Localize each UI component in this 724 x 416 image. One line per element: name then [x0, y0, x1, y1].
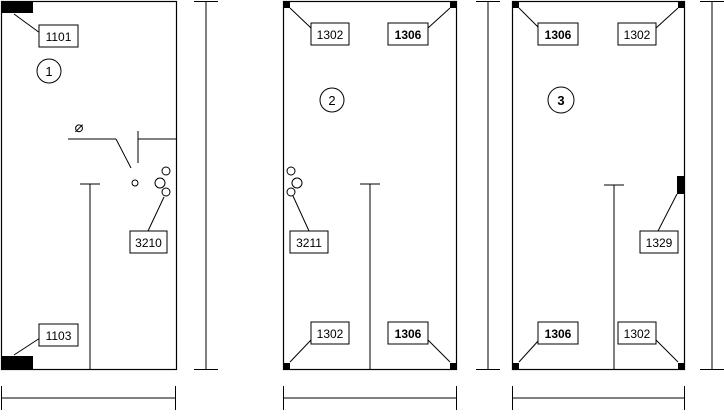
tag-1103-label: 1103: [46, 329, 72, 343]
leader-1329: [657, 193, 678, 232]
tag-1302-top: 1302: [310, 22, 350, 46]
panel-1: 1101 1103 1 ⌀ 3210: [0, 0, 218, 410]
panel-number-2-label: 2: [328, 93, 335, 108]
hole-mid: [154, 177, 166, 189]
panel-2: 1302 1306 1302 1306 2 3211: [282, 0, 500, 410]
leader-1103: [13, 337, 41, 356]
hole-mid: [291, 177, 303, 189]
tag-1306-top-label: 1306: [395, 28, 422, 42]
hole-top: [286, 166, 296, 176]
corner-bl: [283, 363, 290, 370]
panel-3: 1306 1302 1306 1302 1329 3: [511, 0, 724, 410]
leader-3211: [292, 195, 310, 232]
tag-1302-bottom: 1302: [310, 321, 350, 345]
tag-1302-bottom: 1302: [617, 321, 657, 345]
dim-horizontal-2: [283, 386, 457, 410]
tag-1306-bottom: 1306: [537, 321, 579, 345]
tag-1306-bottom-label: 1306: [395, 327, 422, 341]
dim-vertical-1: [194, 1, 218, 370]
corner-tl: [512, 1, 519, 8]
hole-bottom: [286, 187, 296, 197]
dim-vertical-2: [476, 1, 500, 370]
panel-number-2: 2: [319, 87, 345, 113]
tag-3211-label: 3211: [296, 236, 322, 250]
leader-tr: [655, 7, 679, 29]
tag-1306-top: 1306: [387, 22, 429, 46]
diameter-symbol: ⌀: [74, 119, 83, 136]
corner-br: [678, 363, 685, 370]
hinge-top: [1, 1, 33, 13]
tag-1302-top: 1302: [617, 22, 657, 46]
panel-number-1-label: 1: [45, 64, 52, 79]
panel-2-outline: [282, 0, 458, 371]
corner-tr: [678, 1, 685, 8]
corner-tr: [450, 1, 457, 8]
leader-tl: [289, 7, 312, 29]
leader-3210: [147, 196, 165, 232]
hole-top: [161, 166, 171, 176]
hinge-bottom: [1, 356, 33, 369]
tag-1101: 1101: [38, 24, 79, 48]
hole-small: [131, 179, 139, 187]
tag-1306-top: 1306: [537, 22, 579, 46]
tag-1329-label: 1329: [646, 236, 673, 250]
panel-3-outline: [511, 0, 686, 371]
tag-3211: 3211: [289, 230, 329, 254]
corner-bl: [512, 363, 519, 370]
tag-1306-top-label: 1306: [545, 28, 572, 42]
corner-br: [450, 363, 457, 370]
dim-vertical-3: [700, 1, 724, 370]
tag-1302-bottom-label: 1302: [317, 327, 344, 341]
tag-1306-bottom-label: 1306: [545, 327, 572, 341]
cutout-diagonal: [115, 138, 132, 169]
tag-1329: 1329: [639, 230, 679, 254]
panel-number-3: 3: [547, 86, 575, 114]
leader-bl: [518, 339, 540, 363]
panel-number-1: 1: [36, 58, 62, 84]
tag-1302-top-label: 1302: [317, 28, 344, 42]
leader-tr: [427, 7, 451, 29]
leader-tl: [518, 7, 540, 29]
dim-horizontal-3: [512, 386, 685, 410]
tag-1101-label: 1101: [46, 30, 72, 44]
leader-br: [655, 339, 679, 363]
tag-3210-label: 3210: [135, 236, 162, 250]
corner-tl: [283, 1, 290, 8]
tag-3210: 3210: [129, 230, 168, 254]
leader-br: [427, 339, 451, 363]
tag-1302-bottom-label: 1302: [624, 327, 651, 341]
leader-bl: [289, 339, 312, 363]
side-fitting: [677, 176, 685, 194]
hole-bottom: [161, 187, 171, 197]
tag-1103: 1103: [38, 323, 79, 347]
leader-1101: [13, 13, 41, 34]
panel-1-outline: [0, 0, 178, 371]
tag-1302-top-label: 1302: [624, 28, 651, 42]
dim-horizontal-1: [1, 386, 176, 410]
tag-1306-bottom: 1306: [387, 321, 429, 345]
panel-number-3-label: 3: [557, 93, 564, 108]
